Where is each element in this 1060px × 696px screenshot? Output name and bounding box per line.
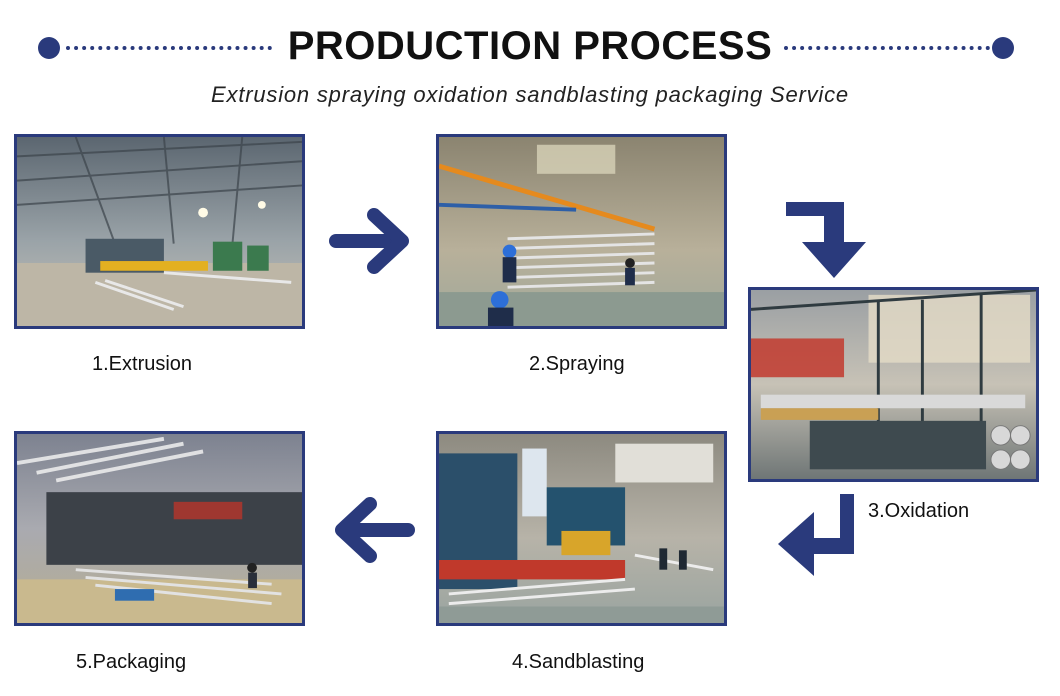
oxidation-photo [748,287,1039,482]
spraying-photo [436,134,727,329]
header-decoration-right [784,37,1020,59]
page-title: PRODUCTION PROCESS [287,24,773,68]
page-subtitle: Extrusion spraying oxidation sandblastin… [211,82,849,107]
header-decoration-left [38,37,274,59]
extrusion-photo [14,134,305,329]
arrow-left-icon [335,497,415,563]
step-label-extrusion: 1.Extrusion [92,353,193,375]
arrow-turn-down-icon [786,202,866,278]
arrow-turn-left-icon [778,494,854,576]
sandblasting-photo [436,431,727,626]
step-label-packaging: 5.Packaging [76,651,187,673]
packaging-photo [14,431,305,626]
step-label-spraying: 2.Spraying [529,353,625,375]
arrow-right-icon [329,208,409,274]
step-label-oxidation: 3.Oxidation [868,500,970,522]
step-label-sandblasting: 4.Sandblasting [512,651,645,673]
